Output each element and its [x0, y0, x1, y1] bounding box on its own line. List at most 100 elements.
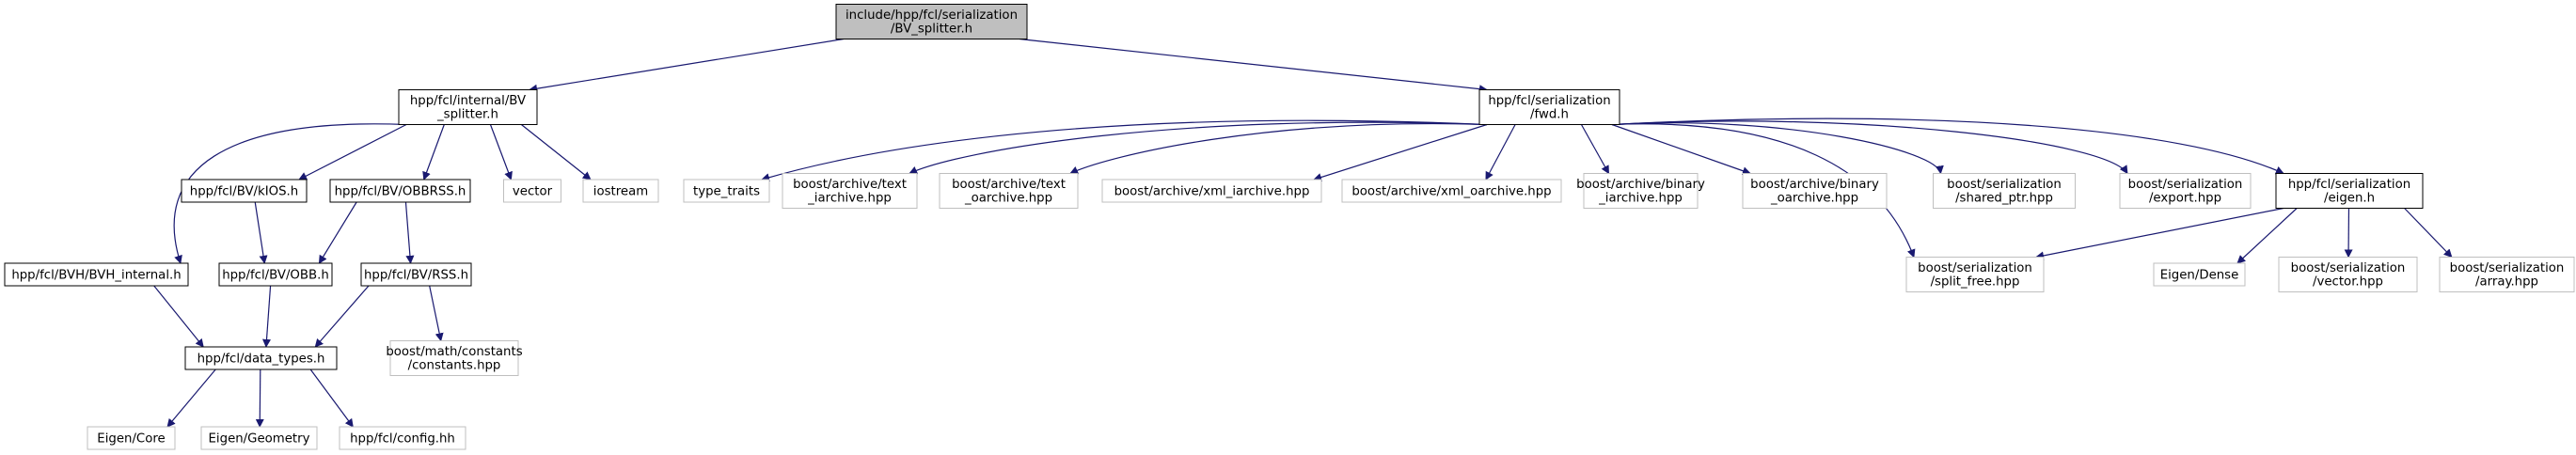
node-label-binary_iarchive-line-0: boost/archive/binary: [1576, 178, 1705, 192]
node-type_traits: type_traits: [683, 179, 770, 203]
node-text_iarchive: boost/archive/text_iarchive.hpp: [782, 173, 918, 209]
node-label-eigen_h-line-0: hpp/fcl/serialization: [2288, 178, 2410, 192]
edge-fwd-to-binary_oarchive: [1611, 123, 1751, 176]
node-rss[interactable]: hpp/fcl/BV/RSS.h: [360, 262, 472, 287]
edge-rss-to-math_constants: [429, 285, 444, 342]
edge-eigen_h-to-split_free: [2035, 207, 2284, 260]
edge-fwd-to-split_free: [1611, 123, 1916, 259]
node-label-binary_oarchive-line-1: _oarchive.hpp: [1770, 192, 1858, 206]
node-export: boost/serialization/export.hpp: [2119, 173, 2252, 209]
node-box-vector: [503, 179, 561, 203]
node-label-xml_oarchive-line-0: boost/archive/xml_oarchive.hpp: [1351, 185, 1551, 199]
node-label-eigen_h-line-1: /eigen.h: [2324, 192, 2375, 206]
edge-bv_splitter-to-bvh_internal: [173, 123, 407, 264]
node-bv_splitter[interactable]: hpp/fcl/internal/BV_splitter.h: [398, 89, 538, 125]
node-label-vector-line-0: vector: [513, 185, 553, 199]
node-label-type_traits-line-0: type_traits: [693, 185, 760, 199]
node-vector: vector: [503, 179, 561, 203]
node-label-fwd-line-1: /fwd.h: [1530, 108, 1569, 122]
edge-fwd-to-text_iarchive: [909, 121, 1488, 175]
edge-fwd-to-binary_iarchive: [1580, 124, 1610, 175]
node-label-rss-line-0: hpp/fcl/BV/RSS.h: [364, 269, 468, 283]
node-box-obbrss: [329, 179, 471, 203]
node-box-data_types: [184, 346, 338, 370]
node-fwd[interactable]: hpp/fcl/serialization/fwd.h: [1478, 89, 1620, 125]
edge-bv_splitter-to-kios: [298, 123, 407, 180]
node-box-config: [339, 426, 466, 450]
node-box-split_free: [1905, 257, 2045, 292]
node-obbrss[interactable]: hpp/fcl/BV/OBBRSS.h: [329, 179, 471, 203]
node-label-data_types-line-0: hpp/fcl/data_types.h: [198, 353, 325, 367]
node-box-math_constants: [389, 340, 519, 376]
node-box-ser_array: [2439, 257, 2575, 292]
node-box-shared_ptr: [1933, 173, 2076, 209]
node-box-eigen_geometry: [200, 426, 318, 450]
node-box-type_traits: [683, 179, 770, 203]
edge-fwd-to-xml_oarchive: [1485, 124, 1516, 180]
node-box-eigen_h: [2275, 173, 2424, 209]
node-eigen_h[interactable]: hpp/fcl/serialization/eigen.h: [2275, 173, 2424, 209]
node-label-eigen_dense-line-0: Eigen/Dense: [2160, 269, 2239, 283]
node-label-text_oarchive-line-0: boost/archive/text: [952, 178, 1066, 192]
node-box-binary_iarchive: [1583, 173, 1699, 209]
node-config: hpp/fcl/config.hh: [339, 426, 466, 450]
node-label-math_constants-line-1: /constants.hpp: [408, 359, 501, 373]
node-label-ser_vector-line-1: /vector.hpp: [2313, 275, 2383, 290]
edge-root-to-bv_splitter: [529, 38, 845, 93]
node-box-bv_splitter: [398, 89, 538, 125]
node-label-binary_iarchive-line-1: _iarchive.hpp: [1598, 192, 1683, 206]
edge-fwd-to-xml_iarchive: [1313, 123, 1488, 181]
node-obb[interactable]: hpp/fcl/BV/OBB.h: [218, 262, 333, 287]
node-math_constants: boost/math/constants/constants.hpp: [386, 340, 523, 376]
edge-data_types-to-eigen_geometry: [255, 369, 264, 428]
node-label-iostream-line-0: iostream: [593, 185, 648, 199]
node-label-config-line-0: hpp/fcl/config.hh: [350, 432, 455, 447]
edge-fwd-to-shared_ptr: [1611, 122, 1944, 175]
node-label-export-line-0: boost/serialization: [2128, 178, 2243, 192]
node-shared_ptr: boost/serialization/shared_ptr.hpp: [1933, 173, 2076, 209]
node-label-bv_splitter-line-0: hpp/fcl/internal/BV: [410, 94, 526, 108]
node-eigen_core: Eigen/Core: [87, 426, 176, 450]
node-bvh_internal[interactable]: hpp/fcl/BVH/BVH_internal.h: [4, 262, 189, 287]
node-box-kios: [181, 179, 308, 203]
node-box-rss: [360, 262, 472, 287]
node-label-obb-line-0: hpp/fcl/BV/OBB.h: [222, 269, 329, 283]
node-box-fwd: [1478, 89, 1620, 125]
node-eigen_geometry: Eigen/Geometry: [200, 426, 318, 450]
node-label-text_oarchive-line-1: _oarchive.hpp: [964, 192, 1052, 206]
node-xml_iarchive: boost/archive/xml_iarchive.hpp: [1101, 179, 1322, 203]
edge-bv_splitter-to-obbrss: [422, 124, 445, 180]
edge-kios-to-obb: [254, 201, 268, 264]
node-iostream: iostream: [582, 179, 659, 203]
edge-eigen_h-to-eigen_dense: [2236, 208, 2298, 264]
node-split_free: boost/serialization/split_free.hpp: [1905, 257, 2045, 292]
node-label-ser_vector-line-0: boost/serialization: [2291, 261, 2406, 275]
node-label-eigen_geometry-line-0: Eigen/Geometry: [209, 432, 310, 447]
edge-bvh_internal-to-data_types: [153, 285, 204, 348]
node-box-binary_oarchive: [1742, 173, 1888, 209]
edge-eigen_h-to-ser_array: [2404, 208, 2453, 259]
node-label-text_iarchive-line-0: boost/archive/text: [793, 178, 907, 192]
node-label-bv_splitter-line-1: _splitter.h: [436, 108, 498, 122]
node-text_oarchive: boost/archive/text_oarchive.hpp: [939, 173, 1079, 209]
node-label-export-line-1: /export.hpp: [2149, 192, 2221, 206]
node-box-ser_vector: [2278, 257, 2418, 292]
node-eigen_dense: Eigen/Dense: [2153, 262, 2246, 287]
node-data_types[interactable]: hpp/fcl/data_types.h: [184, 346, 338, 370]
edge-root-to-fwd: [1019, 38, 1488, 94]
node-label-binary_oarchive-line-0: boost/archive/binary: [1750, 178, 1879, 192]
node-label-fwd-line-0: hpp/fcl/serialization: [1488, 94, 1610, 108]
edge-bv_splitter-to-iostream: [521, 124, 592, 180]
edge-fwd-to-type_traits: [761, 119, 1488, 182]
node-box-root: [835, 4, 1028, 39]
node-label-text_iarchive-line-1: _iarchive.hpp: [807, 192, 892, 206]
edge-fwd-to-export: [1611, 120, 2128, 175]
node-label-shared_ptr-line-0: boost/serialization: [1947, 178, 2062, 192]
node-label-math_constants-line-0: boost/math/constants: [386, 345, 522, 359]
edges-layer: [153, 38, 2453, 428]
nodes-layer: include/hpp/fcl/serialization/BV_splitte…: [4, 4, 2575, 450]
node-kios[interactable]: hpp/fcl/BV/kIOS.h: [181, 179, 308, 203]
node-box-bvh_internal: [4, 262, 189, 287]
